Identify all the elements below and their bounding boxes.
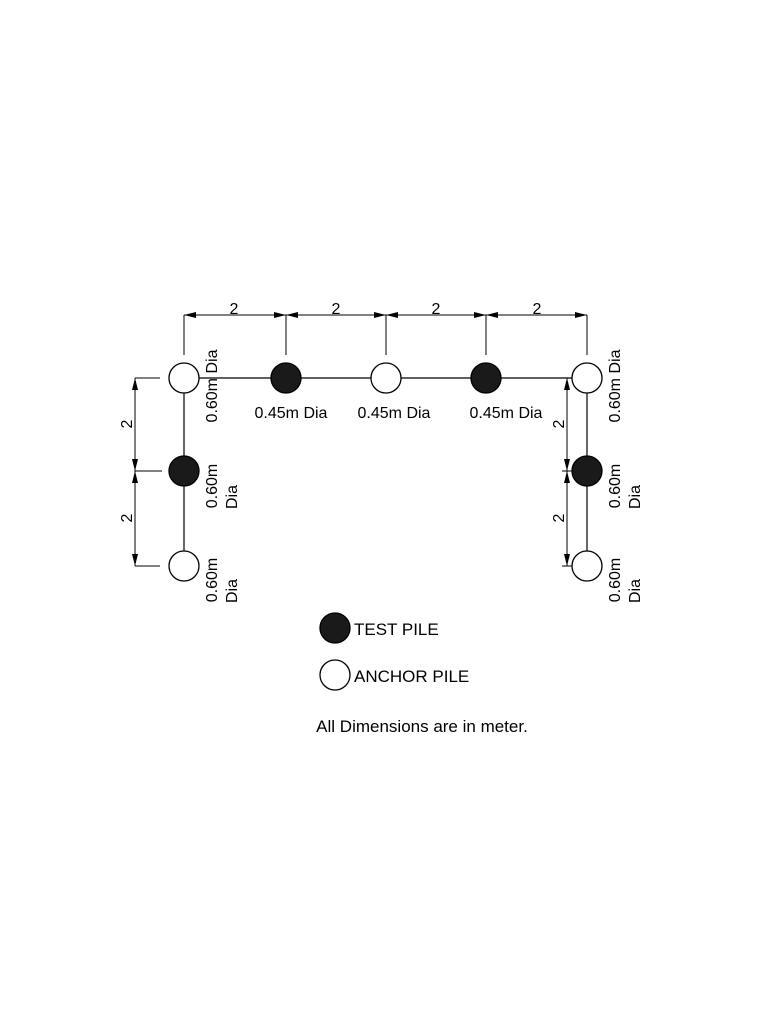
label-top-right: 0.60m Dia	[607, 349, 624, 422]
legend-anchor-pile-icon	[319, 659, 351, 691]
left-dimension-2: 2	[119, 513, 136, 522]
arrowhead	[564, 554, 570, 566]
top-dimension-2: 2	[332, 301, 341, 318]
legend: TEST PILE ANCHOR PILE	[319, 612, 469, 691]
top-dimension-1: 2	[230, 301, 239, 318]
top-dimension-4: 2	[533, 301, 542, 318]
pile-right-middle	[571, 455, 603, 487]
pile-top-left	[168, 362, 200, 394]
piles	[168, 362, 603, 582]
label-left-bottom-line2: Dia	[224, 579, 241, 603]
arrowhead	[474, 312, 486, 318]
legend-anchor-pile-label: ANCHOR PILE	[354, 667, 469, 686]
label-top-4: 0.45m Dia	[470, 405, 543, 422]
pile-top-right	[571, 362, 603, 394]
top-dimensions: 2 2 2 2	[183, 301, 588, 355]
pile-top-3	[370, 362, 402, 394]
arrowhead	[374, 312, 386, 318]
arrowhead	[486, 312, 498, 318]
legend-test-pile-icon	[319, 612, 351, 644]
pile-top-2	[270, 362, 302, 394]
label-left-bottom-line1: 0.60m	[204, 558, 221, 602]
arrowhead	[386, 312, 398, 318]
label-right-middle-line2: Dia	[627, 485, 644, 509]
left-dimensions: 2 2	[119, 377, 162, 567]
arrowhead	[132, 471, 138, 483]
pile-left-bottom	[168, 550, 200, 582]
arrowhead	[132, 378, 138, 390]
arrowhead	[564, 471, 570, 483]
label-right-middle-line1: 0.60m	[607, 464, 624, 508]
right-dimensions: 2 2	[551, 378, 572, 567]
pile-labels: 0.60m Dia 0.60m Dia 0.45m Dia 0.45m Dia …	[204, 349, 644, 603]
arrowhead	[132, 554, 138, 566]
arrowhead	[564, 378, 570, 390]
top-dimension-3: 2	[432, 301, 441, 318]
dimensions-note: All Dimensions are in meter.	[316, 717, 528, 736]
arrowhead	[132, 459, 138, 471]
label-right-bottom-line1: 0.60m	[607, 558, 624, 602]
legend-test-pile-label: TEST PILE	[354, 620, 439, 639]
arrowhead	[184, 312, 196, 318]
arrowhead	[564, 459, 570, 471]
label-left-middle-line2: Dia	[224, 485, 241, 509]
right-dimension-2: 2	[551, 513, 568, 522]
arrowhead	[274, 312, 286, 318]
pile-right-bottom	[571, 550, 603, 582]
right-dimension-1: 2	[551, 419, 568, 428]
pile-top-4	[470, 362, 502, 394]
label-right-bottom-line2: Dia	[627, 579, 644, 603]
label-top-3: 0.45m Dia	[358, 405, 431, 422]
left-dimension-1: 2	[119, 419, 136, 428]
arrowhead	[575, 312, 587, 318]
label-top-left: 0.60m Dia	[204, 349, 221, 422]
pile-left-middle	[168, 455, 200, 487]
label-top-2: 0.45m Dia	[255, 405, 328, 422]
arrowhead	[286, 312, 298, 318]
label-left-middle-line1: 0.60m	[204, 464, 221, 508]
